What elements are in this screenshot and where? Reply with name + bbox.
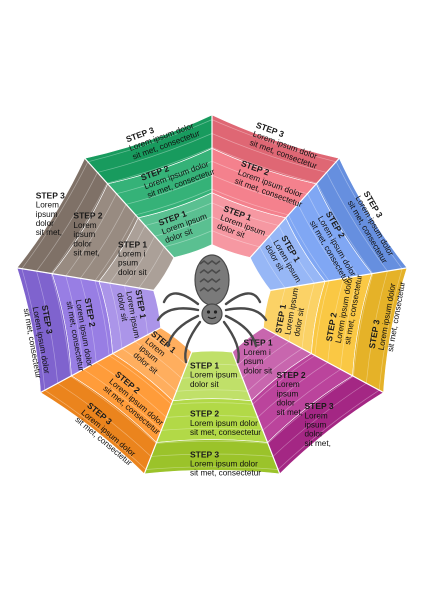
web-spoke	[40, 327, 161, 394]
step-text: dolor sit	[190, 380, 219, 389]
step-text: ipsum	[305, 421, 327, 430]
step-text: Lorem	[277, 380, 300, 389]
step-text: sit met,	[73, 249, 99, 258]
web-spoke	[84, 157, 175, 258]
sector-blue-top-right	[249, 157, 408, 291]
step-text: sit met,	[36, 228, 62, 237]
spider-stripe	[199, 269, 221, 274]
web-spoke	[16, 267, 154, 291]
sector-red-top-left	[211, 114, 340, 258]
spider-head	[201, 303, 223, 325]
step-text: sit met, consectetur	[190, 469, 261, 478]
web-spoke	[270, 267, 408, 291]
sector-green-top-left	[84, 114, 213, 258]
spider-leg	[162, 292, 200, 306]
sector-purple-bottom-left	[16, 267, 161, 393]
step-text: Lorem ipsum dolor	[190, 460, 258, 469]
step-text: sit met,	[305, 439, 331, 448]
step-text: Lorem	[73, 221, 96, 230]
web-spoke	[249, 157, 340, 258]
web-spoke	[263, 327, 384, 394]
step-text: sit met,	[277, 408, 303, 417]
step-label: STEP 3	[190, 449, 219, 459]
step-text: dolor	[36, 219, 54, 228]
step-text: dolor	[305, 430, 323, 439]
step-text: ipsum	[73, 230, 95, 239]
spider-eye	[206, 310, 211, 314]
sector-lime-bottom-right	[143, 350, 281, 475]
step-label: STEP 2	[73, 211, 102, 221]
spider-leg	[224, 314, 258, 348]
web-spoke	[143, 351, 193, 475]
step-text: dolor	[277, 399, 295, 408]
step-label: STEP 1	[190, 361, 219, 371]
step-label: STEP 2	[277, 370, 306, 380]
web-threads	[16, 115, 408, 475]
step-label: STEP 1	[244, 338, 273, 348]
step-text: psum	[244, 357, 264, 366]
step-text: dolor	[73, 239, 91, 248]
step-label: STEP 2	[190, 409, 219, 419]
step-text: Lorem ipsum	[190, 371, 238, 380]
step-text: sit met, consectetur	[190, 428, 261, 437]
web-thread	[21, 119, 403, 470]
step-text: dolor sit	[118, 268, 147, 277]
web-thread	[94, 188, 330, 405]
step-text: ipsum	[36, 210, 58, 219]
step-label: STEP 3	[36, 190, 65, 200]
step-text: Lorem	[36, 201, 59, 210]
spider-leg	[166, 314, 200, 348]
spider-stripe	[199, 278, 221, 283]
spider-icon	[156, 254, 268, 364]
step-text: Lorem ipsum dolor	[190, 419, 258, 428]
web-thread	[79, 174, 345, 418]
step-label: STEP 3	[305, 401, 334, 411]
sector-brown-left	[16, 157, 175, 291]
web-thread	[109, 202, 315, 392]
web-thread	[65, 160, 359, 431]
spider-leg	[184, 320, 202, 364]
spider-mouth	[207, 316, 217, 320]
step-text: ipsum	[277, 389, 299, 398]
step-text: psum	[118, 259, 138, 268]
web-thread	[36, 133, 388, 457]
step-label: STEP 1	[118, 239, 147, 249]
web-thread	[123, 216, 301, 379]
spider-leg	[156, 307, 200, 322]
web-sectors	[16, 114, 408, 475]
spider-leg	[222, 320, 240, 364]
step-text: Lorem	[305, 411, 328, 420]
step-text: dolor sit	[244, 366, 273, 375]
sector-magenta-right	[231, 327, 385, 475]
web-thread	[138, 230, 286, 366]
web-spoke	[231, 351, 281, 475]
spider-stripe	[199, 260, 221, 265]
spider-stripe	[199, 287, 221, 292]
web-thread	[50, 147, 374, 444]
spider-eye	[213, 310, 218, 314]
step-text: Lorem i	[118, 250, 145, 259]
step-text: Lorem i	[244, 348, 271, 357]
spider-leg	[224, 307, 268, 322]
spider-leg	[224, 292, 262, 306]
